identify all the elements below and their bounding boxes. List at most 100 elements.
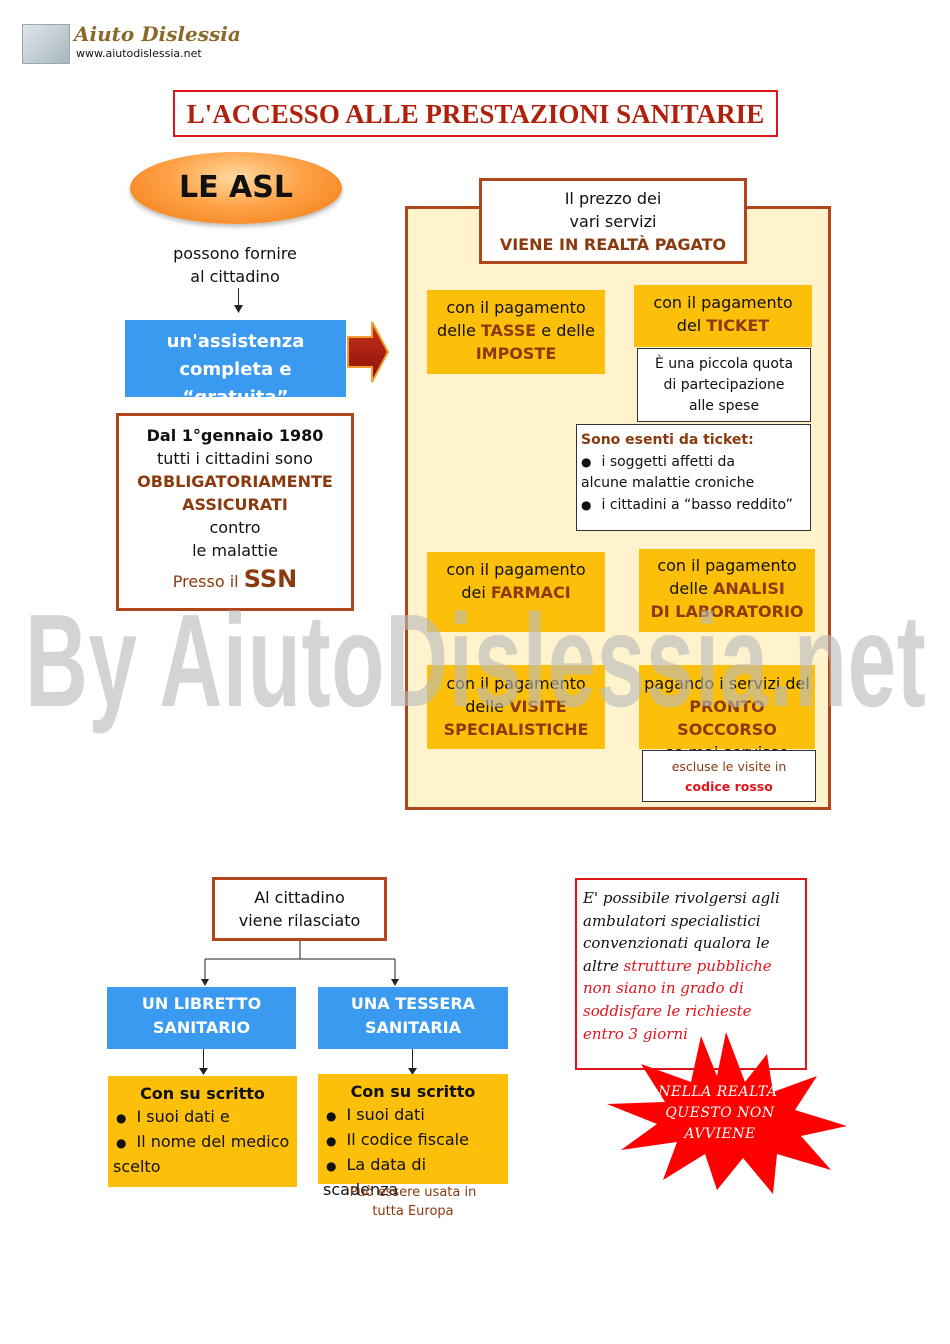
exempt-item-2-text: i cittadini a “basso reddito”	[601, 496, 793, 513]
tessera-line-1: UNA TESSERA	[350, 994, 476, 1013]
europa-note: Può essere usata in tutta Europa	[318, 1183, 508, 1221]
rilasciato-line-2: viene rilasciato	[238, 911, 361, 930]
tessera-box: UNA TESSERA SANITARIA	[318, 987, 508, 1049]
tessera-info-title: Con su scritto	[350, 1082, 476, 1101]
insured-line-1: Dal 1°gennaio 1980	[146, 426, 324, 445]
note-line-5: non siano in grado di	[583, 979, 744, 998]
tessera-item-2: ●Il codice fiscale	[323, 1128, 503, 1153]
star-line-2: QUESTO NON	[665, 1105, 775, 1121]
analisi-box: con il pagamento delle ANALISI DI LABORA…	[639, 549, 815, 632]
bullet-icon: ●	[581, 497, 592, 512]
note-line-6: soddisfare le richieste	[583, 1001, 752, 1020]
farmaci-mid-line: dei FARMACI	[427, 581, 605, 604]
farmaci-pre: con il pagamento	[446, 560, 586, 579]
farmaci-mid: dei	[461, 583, 491, 602]
bullet-icon: ●	[116, 1111, 127, 1125]
farmaci-box: con il pagamento dei FARMACI	[427, 552, 605, 632]
laboratorio-keyword: DI LABORATORIO	[650, 602, 804, 621]
rilasciato-line-1: Al cittadino	[254, 888, 345, 907]
convenzionati-note: E' possibile rivolgersi agli ambulatori …	[575, 878, 807, 1070]
bullet-icon: ●	[326, 1109, 337, 1123]
tessera-item-3-text: La data di scadenza	[323, 1155, 427, 1199]
exempt-box: Sono esenti da ticket: ●i soggetti affet…	[576, 424, 811, 531]
europa-line-1: Può essere usata in	[349, 1185, 477, 1200]
tasse-keyword: TASSE	[480, 321, 537, 340]
bullet-icon: ●	[326, 1159, 337, 1173]
exempt-item-1: ● i soggetti affetti da	[581, 452, 806, 474]
escluse-box: escluse le visite in codice rosso	[642, 750, 816, 802]
farmaci-keyword: FARMACI	[490, 583, 571, 602]
analisi-mid: delle	[669, 579, 714, 598]
provide-line-2: al cittadino	[190, 267, 280, 286]
escluse-line-1: escluse le visite in	[671, 759, 787, 774]
tessera-line-2: SANITARIA	[365, 1018, 461, 1037]
note-line-4: altre strutture pubbliche	[583, 955, 799, 978]
specialistiche-keyword: SPECIALISTICHE	[443, 720, 589, 739]
insured-line-6: le malattie	[192, 541, 278, 560]
arrowhead-down-icon	[234, 305, 243, 313]
pronto-pre: pagando i servizi del	[644, 674, 810, 693]
analisi-mid-line: delle ANALISI	[639, 577, 815, 600]
ticket-keyword: TICKET	[706, 316, 770, 335]
pronto-keyword: PRONTO SOCCORSO	[677, 697, 777, 739]
libretto-item-2b: scelto	[113, 1157, 161, 1176]
star-line-1: NELLA REALTA'	[658, 1084, 782, 1100]
presso-line: Presso il SSN	[119, 567, 351, 593]
exempt-item-1b: alcune malattie croniche	[581, 475, 755, 491]
visite-mid-line: delle VISITE	[427, 695, 605, 718]
assistance-box: un'assistenza completa e “gratuita”	[125, 320, 346, 408]
exempt-item-2: ● i cittadini a “basso reddito”	[581, 495, 806, 517]
exempt-item-1a: i soggetti affetti da	[601, 453, 736, 470]
visite-box: con il pagamento delle VISITE SPECIALIST…	[427, 665, 605, 749]
libretto-item-1: ● I suoi dati e	[113, 1105, 292, 1130]
price-line-2: vari servizi	[569, 212, 657, 231]
price-line-1: Il prezzo dei	[564, 189, 662, 208]
ticket-note-3: alle spese	[688, 398, 760, 414]
branch-connector	[201, 941, 399, 986]
insured-line-5: contro	[209, 518, 261, 537]
libretto-item-1-text: I suoi dati e	[136, 1107, 230, 1126]
visite-pre: con il pagamento	[446, 674, 586, 693]
right-arrow-icon	[347, 321, 390, 383]
bullet-icon: ●	[326, 1134, 337, 1148]
arrow-tessera-icon	[408, 1049, 417, 1075]
tessera-item-1: ● I suoi dati	[323, 1103, 503, 1128]
tessera-item-3: ●La data di scadenza	[323, 1153, 503, 1201]
tessera-info-box: Con su scritto ● I suoi dati ●Il codice f…	[318, 1074, 508, 1199]
star-line-3: AVVIENE	[684, 1126, 756, 1142]
insured-line-4: ASSICURATI	[182, 495, 288, 514]
connector-asl	[238, 288, 239, 310]
note-line-7: entro 3 giorni	[583, 1024, 688, 1043]
note-line-4a: altre	[583, 956, 624, 975]
insured-box: Dal 1°gennaio 1980 tutti i cittadini son…	[116, 413, 354, 611]
starburst-text: NELLA REALTA' QUESTO NON AVVIENE	[640, 1082, 800, 1145]
libretto-info-title: Con su scritto	[140, 1084, 265, 1103]
insured-line-3: OBBLIGATORIAMENTE	[137, 472, 333, 491]
ticket-note-1: È una piccola quota	[654, 356, 794, 372]
libretto-box: UN LIBRETTO SANITARIO	[107, 987, 296, 1049]
analisi-pre: con il pagamento	[657, 556, 797, 575]
tessera-item-1-text: I suoi dati	[346, 1105, 425, 1124]
ticket-mid-line: del TICKET	[634, 314, 812, 337]
note-line-1: E' possibile rivolgersi agli	[583, 889, 780, 907]
bullet-icon: ●	[581, 454, 592, 469]
tasse-box: con il pagamento delle TASSE e delle IMP…	[427, 290, 605, 374]
tasse-mid-1: delle	[437, 321, 481, 340]
logo-url: www.aiutodislessia.net	[76, 47, 202, 60]
analisi-keyword: ANALISI	[713, 579, 785, 598]
rilasciato-box: Al cittadino viene rilasciato	[212, 877, 387, 941]
libretto-item-2: ● Il nome del medico	[113, 1130, 292, 1155]
starburst-icon	[607, 1032, 847, 1194]
codice-rosso: codice rosso	[685, 779, 773, 794]
presso-text: Presso il	[172, 572, 239, 591]
ticket-note-box: È una piccola quota di partecipazione al…	[637, 348, 811, 422]
ticket-note-2: di partecipazione	[663, 377, 785, 393]
europa-line-2: tutta Europa	[372, 1204, 454, 1219]
note-line-2: ambulatori specialistici	[583, 911, 761, 930]
libretto-line-2: SANITARIO	[152, 1018, 251, 1037]
libretto-item-2-text: Il nome del medico	[136, 1132, 290, 1151]
logo-title: Aiuto Dislessia	[74, 22, 241, 46]
bullet-icon: ●	[116, 1136, 127, 1150]
visite-mid: delle	[465, 697, 510, 716]
ticket-box: con il pagamento del TICKET	[634, 285, 812, 347]
